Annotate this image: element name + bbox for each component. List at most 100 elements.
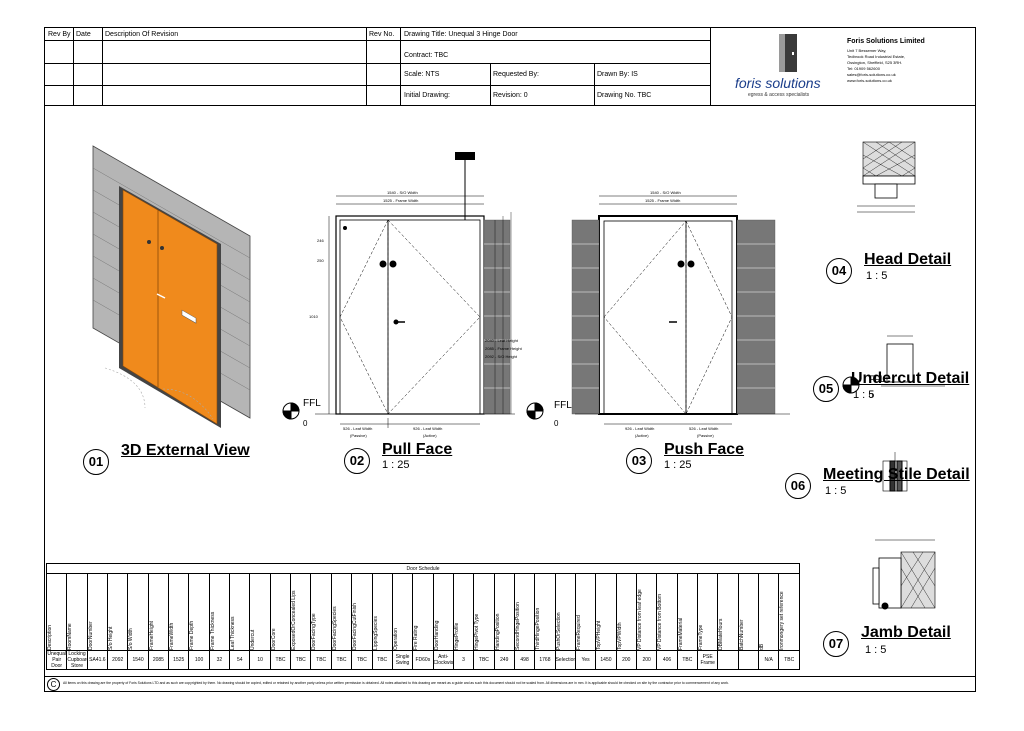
schedule-header-cell: TopVPWidth bbox=[615, 573, 637, 651]
schedule-header-label: ExposedOrConcealed Lips bbox=[291, 590, 298, 650]
door-logo-icon bbox=[779, 34, 797, 72]
schedule-value-cell: Anti-Clockwise bbox=[432, 650, 454, 670]
schedule-header-cell: Leaf Thickness bbox=[229, 573, 251, 651]
view-title-jamb-detail: Jamb Detail bbox=[861, 624, 951, 641]
view-scale-pull-face: 1 : 25 bbox=[382, 459, 410, 471]
schedule-value-cell: 1768 bbox=[534, 650, 556, 670]
meeting-stile-drawing bbox=[882, 452, 908, 492]
copyright-icon: C bbox=[47, 678, 60, 691]
schedule-header-label: dB bbox=[759, 643, 766, 650]
schedule-value-cell: 200 bbox=[615, 650, 637, 670]
schedule-header-cell: dB bbox=[758, 573, 780, 651]
3d-external-view bbox=[92, 145, 251, 428]
address-line: Unit 7 Bessemer Way, bbox=[847, 48, 887, 53]
ffl-value: 0 bbox=[869, 393, 873, 400]
schedule-header-label: TopVPWidth bbox=[616, 622, 623, 650]
dim-leaf-height: 2040 - Leaf Height bbox=[485, 338, 519, 343]
schedule-value-cell: 1540 bbox=[127, 650, 149, 670]
description-header: Description Of Revision bbox=[105, 31, 179, 38]
view-scale-push-face: 1 : 25 bbox=[664, 459, 692, 471]
address-line: Ossington, Sheffield, S25 3RH. bbox=[847, 60, 903, 65]
schedule-value-cell: Single Swing bbox=[391, 650, 414, 670]
schedule-value-cell bbox=[717, 650, 739, 670]
schedule-header-label: HingePivot Type bbox=[474, 613, 481, 650]
schedule-header-cell: BatchNumber bbox=[737, 573, 760, 651]
schedule-value-cell: FD60s bbox=[412, 650, 434, 670]
schedule-value-cell: TBC bbox=[330, 650, 353, 670]
schedule-header-cell: S/o Width bbox=[127, 573, 149, 651]
dim-active: (Active) bbox=[423, 433, 437, 438]
schedule-header-label: FrameHeight bbox=[148, 621, 155, 650]
view-title-pull-face: Pull Face bbox=[382, 441, 453, 458]
schedule-header-label: DoorCore bbox=[270, 628, 277, 650]
schedule-value-cell: TBC bbox=[473, 650, 495, 670]
schedule-value-cell: 498 bbox=[513, 650, 536, 670]
schedule-header-cell: DoorFacingCutFinish bbox=[351, 573, 373, 651]
dim-leaf-passive: 526 - Leaf Width bbox=[343, 426, 372, 431]
schedule-header-cell: DBMateHours bbox=[717, 573, 739, 651]
schedule-value-cell: TBC bbox=[778, 650, 800, 670]
schedule-header-cell: FrameRequired bbox=[574, 573, 597, 651]
schedule-header-label: S/o Height bbox=[108, 626, 115, 650]
ffl-label: FFL bbox=[303, 398, 321, 409]
schedule-header-label: PushOrSelection bbox=[555, 612, 562, 650]
schedule-value-cell: Locking Cupboard/ Store bbox=[66, 650, 88, 670]
schedule-header-label: LippingSpecies bbox=[372, 616, 379, 650]
schedule-header-cell: FrameWidth bbox=[168, 573, 190, 651]
pull-face-dimensions: 1540 - S/O Width 1525 - Frame Width 526 … bbox=[303, 190, 523, 438]
dim-passive: (Passive) bbox=[350, 433, 367, 438]
schedule-header-cell: Frame Thickness bbox=[208, 573, 231, 651]
view-number-04: 04 bbox=[826, 258, 852, 284]
ffl-label: FFL bbox=[869, 374, 885, 384]
view-scale-jamb-detail: 1 : 5 bbox=[865, 644, 887, 656]
schedule-value-cell: 2085 bbox=[147, 650, 170, 670]
ffl-value: 0 bbox=[554, 419, 559, 428]
company-logo-text: foris solutions bbox=[735, 75, 821, 91]
contract: Contract: TBC bbox=[404, 52, 449, 59]
company-address: Unit 7 Bessemer Way, Tedbrook Road Indus… bbox=[847, 48, 905, 84]
dim-top: 246 bbox=[317, 238, 324, 243]
jamb-detail-profile bbox=[872, 539, 936, 610]
view-number-02: 02 bbox=[344, 448, 370, 474]
schedule-header-label: DoorFacingCutFinish bbox=[352, 603, 359, 650]
schedule-header-cell: DoorNumber bbox=[86, 573, 109, 651]
schedule-header-cell: FrameType bbox=[696, 573, 719, 651]
schedule-header-cell: LippingSpecies bbox=[371, 573, 393, 651]
schedule-value-cell: 32 bbox=[208, 650, 231, 670]
company-tagline: egress & access specialists bbox=[748, 92, 810, 98]
schedule-header-label: FrameMaterial bbox=[677, 617, 684, 650]
schedule-header-cell: DoorCore bbox=[269, 573, 292, 651]
schedule-value-cell bbox=[737, 650, 760, 670]
schedule-header-label: FrameWidth bbox=[169, 622, 176, 650]
schedule-header-cell: FrameMaterial bbox=[676, 573, 699, 651]
view-title-head-detail: Head Detail bbox=[864, 251, 952, 268]
schedule-header-cell: Undercut bbox=[249, 573, 271, 651]
schedule-header-label: VP Distance from Bottom bbox=[657, 593, 664, 650]
schedule-header-label: Undercut bbox=[250, 629, 257, 650]
view-scale-undercut-detail: 1 : 5 bbox=[853, 389, 875, 401]
schedule-header-cell: Fire Rating bbox=[412, 573, 434, 651]
schedule-header-cell: Description bbox=[45, 573, 68, 651]
schedule-header-cell: S/o Height bbox=[107, 573, 129, 651]
schedule-value-cell: TBC bbox=[351, 650, 373, 670]
company-web: www.foris-solutions.co.uk bbox=[847, 78, 892, 83]
schedule-header-label: Fire Rating bbox=[413, 625, 420, 650]
schedule-value-cell: 3 bbox=[452, 650, 475, 670]
schedule-value-cell: Selection bbox=[554, 650, 576, 670]
schedule-header-label: DoorFacingType bbox=[311, 613, 318, 650]
schedule-header-cell: VP Distance from Bottom bbox=[656, 573, 678, 651]
date-header: Date bbox=[76, 31, 91, 38]
schedule-value-cell: 100 bbox=[188, 650, 210, 670]
schedule-header-label: Description bbox=[47, 624, 53, 650]
schedule-value-cell: Unequal Pair Door bbox=[45, 650, 68, 670]
dim-frame-height: 2085 - Frame Height bbox=[485, 346, 523, 351]
schedule-value-cell: TBC bbox=[676, 650, 699, 670]
drawing-views: 1540 - S/O Width 1525 - Frame Width 526 … bbox=[92, 141, 945, 492]
address-line: Tedbrook Road Industrial Estate, bbox=[847, 54, 906, 59]
schedule-value-cell: TBC bbox=[290, 650, 312, 670]
schedule-header-label: Frame Depth bbox=[189, 620, 196, 650]
schedule-value-cell: Yes bbox=[574, 650, 597, 670]
ffl-label: FFL bbox=[554, 400, 572, 411]
